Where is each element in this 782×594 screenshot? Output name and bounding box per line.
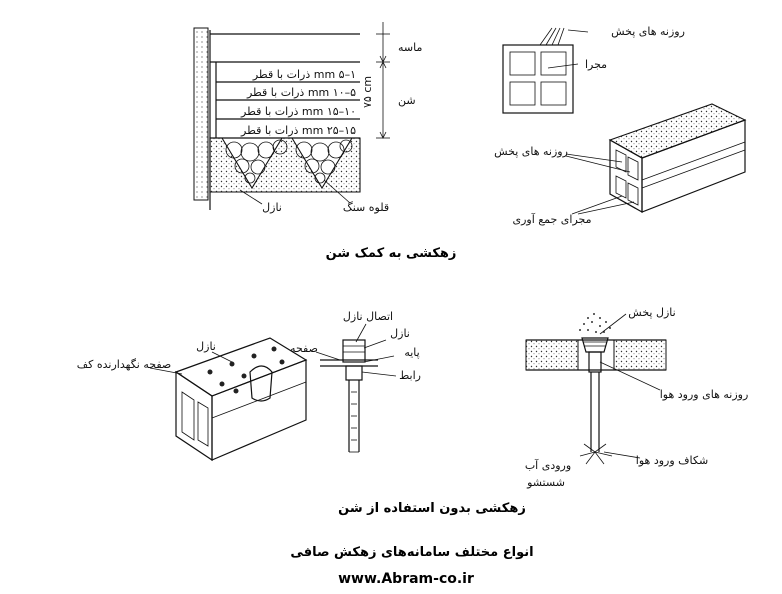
caption-gravel-drainage: زهکشی به کمک شن [326, 246, 457, 261]
label-backwash-inlet-1: ورودی آب [525, 458, 571, 472]
label-orifices-top: روزنه های پخش [611, 25, 685, 38]
block-top-surface [608, 103, 747, 159]
label-gravel: شن [398, 94, 416, 107]
label-sand: ماسه [398, 41, 422, 54]
dispersion-nozzle-head [581, 337, 609, 353]
concrete-underdrain [209, 137, 361, 193]
label-nozzle-connection: اتصال نازل [343, 310, 393, 323]
label-plate: صفحه [290, 342, 318, 355]
filter-wall [193, 27, 209, 201]
gravel-bed-section: ماسه شن ۷۵ cm ذرات با قطر mm ۵–۱ ذرات با… [193, 22, 457, 261]
label-channel: مجرا [585, 58, 607, 71]
label-nozzle: نازل [262, 201, 282, 214]
nozzle-fitting [249, 365, 273, 402]
label-floor-plate: صفحه نگهدارنده کف [77, 358, 171, 371]
spray-dots [579, 313, 611, 333]
label-backwash-inlet-2: شستشو [526, 476, 565, 489]
label-layer-3: ذرات با قطر mm ۱۵–۱۰ [240, 105, 356, 118]
label-block-nozzle: نازل [196, 340, 216, 353]
label-link: رابط [399, 369, 421, 382]
label-depth: ۷۵ cm [361, 76, 374, 108]
label-stem: پایه [404, 346, 419, 359]
nozzle-plate-block: نازل صفحه نگهدارنده کف [77, 337, 308, 462]
website-label: www.Abram-co.ir [338, 571, 474, 587]
label-layer-1: ذرات با قطر mm ۵–۱ [252, 68, 356, 81]
label-dispersion-nozzle: نازل پخش [628, 306, 675, 319]
label-air-slot: شکاف ورود هوا [636, 454, 708, 467]
caption-no-gravel-drainage: زهکشی بدون استفاده از شن [338, 501, 526, 516]
label-collector: مجرای جمع آوری [512, 212, 591, 226]
label-nozzle-2: نازل [390, 327, 410, 340]
nozzle-with-stem: اتصال نازل نازل صفحه پایه رابط [290, 310, 421, 453]
block-underdrain: روزنه های پخش مجرا روزنه های پخش مجرای ج… [494, 25, 747, 226]
slab-nozzle: نازل پخش روزنه های ورود هوا شکاف ورود هو… [525, 306, 748, 489]
label-layer-2: ذرات با قطر mm ۱۰–۵ [246, 86, 356, 99]
nozzle-head [342, 339, 366, 363]
label-layer-4: ذرات با قطر mm ۲۵–۱۵ [240, 124, 356, 137]
label-orifices-side: روزنه های پخش [494, 145, 568, 158]
figure-title: انواع مختلف سامانه‌های زهکش صافی [290, 545, 533, 560]
label-cobble: قلوه سنگ [343, 201, 389, 214]
label-air-orifices: روزنه های ورود هوا [660, 388, 749, 401]
backwash-spray [579, 443, 613, 465]
cobble-stones [225, 139, 353, 184]
block-cross-section [502, 44, 574, 114]
